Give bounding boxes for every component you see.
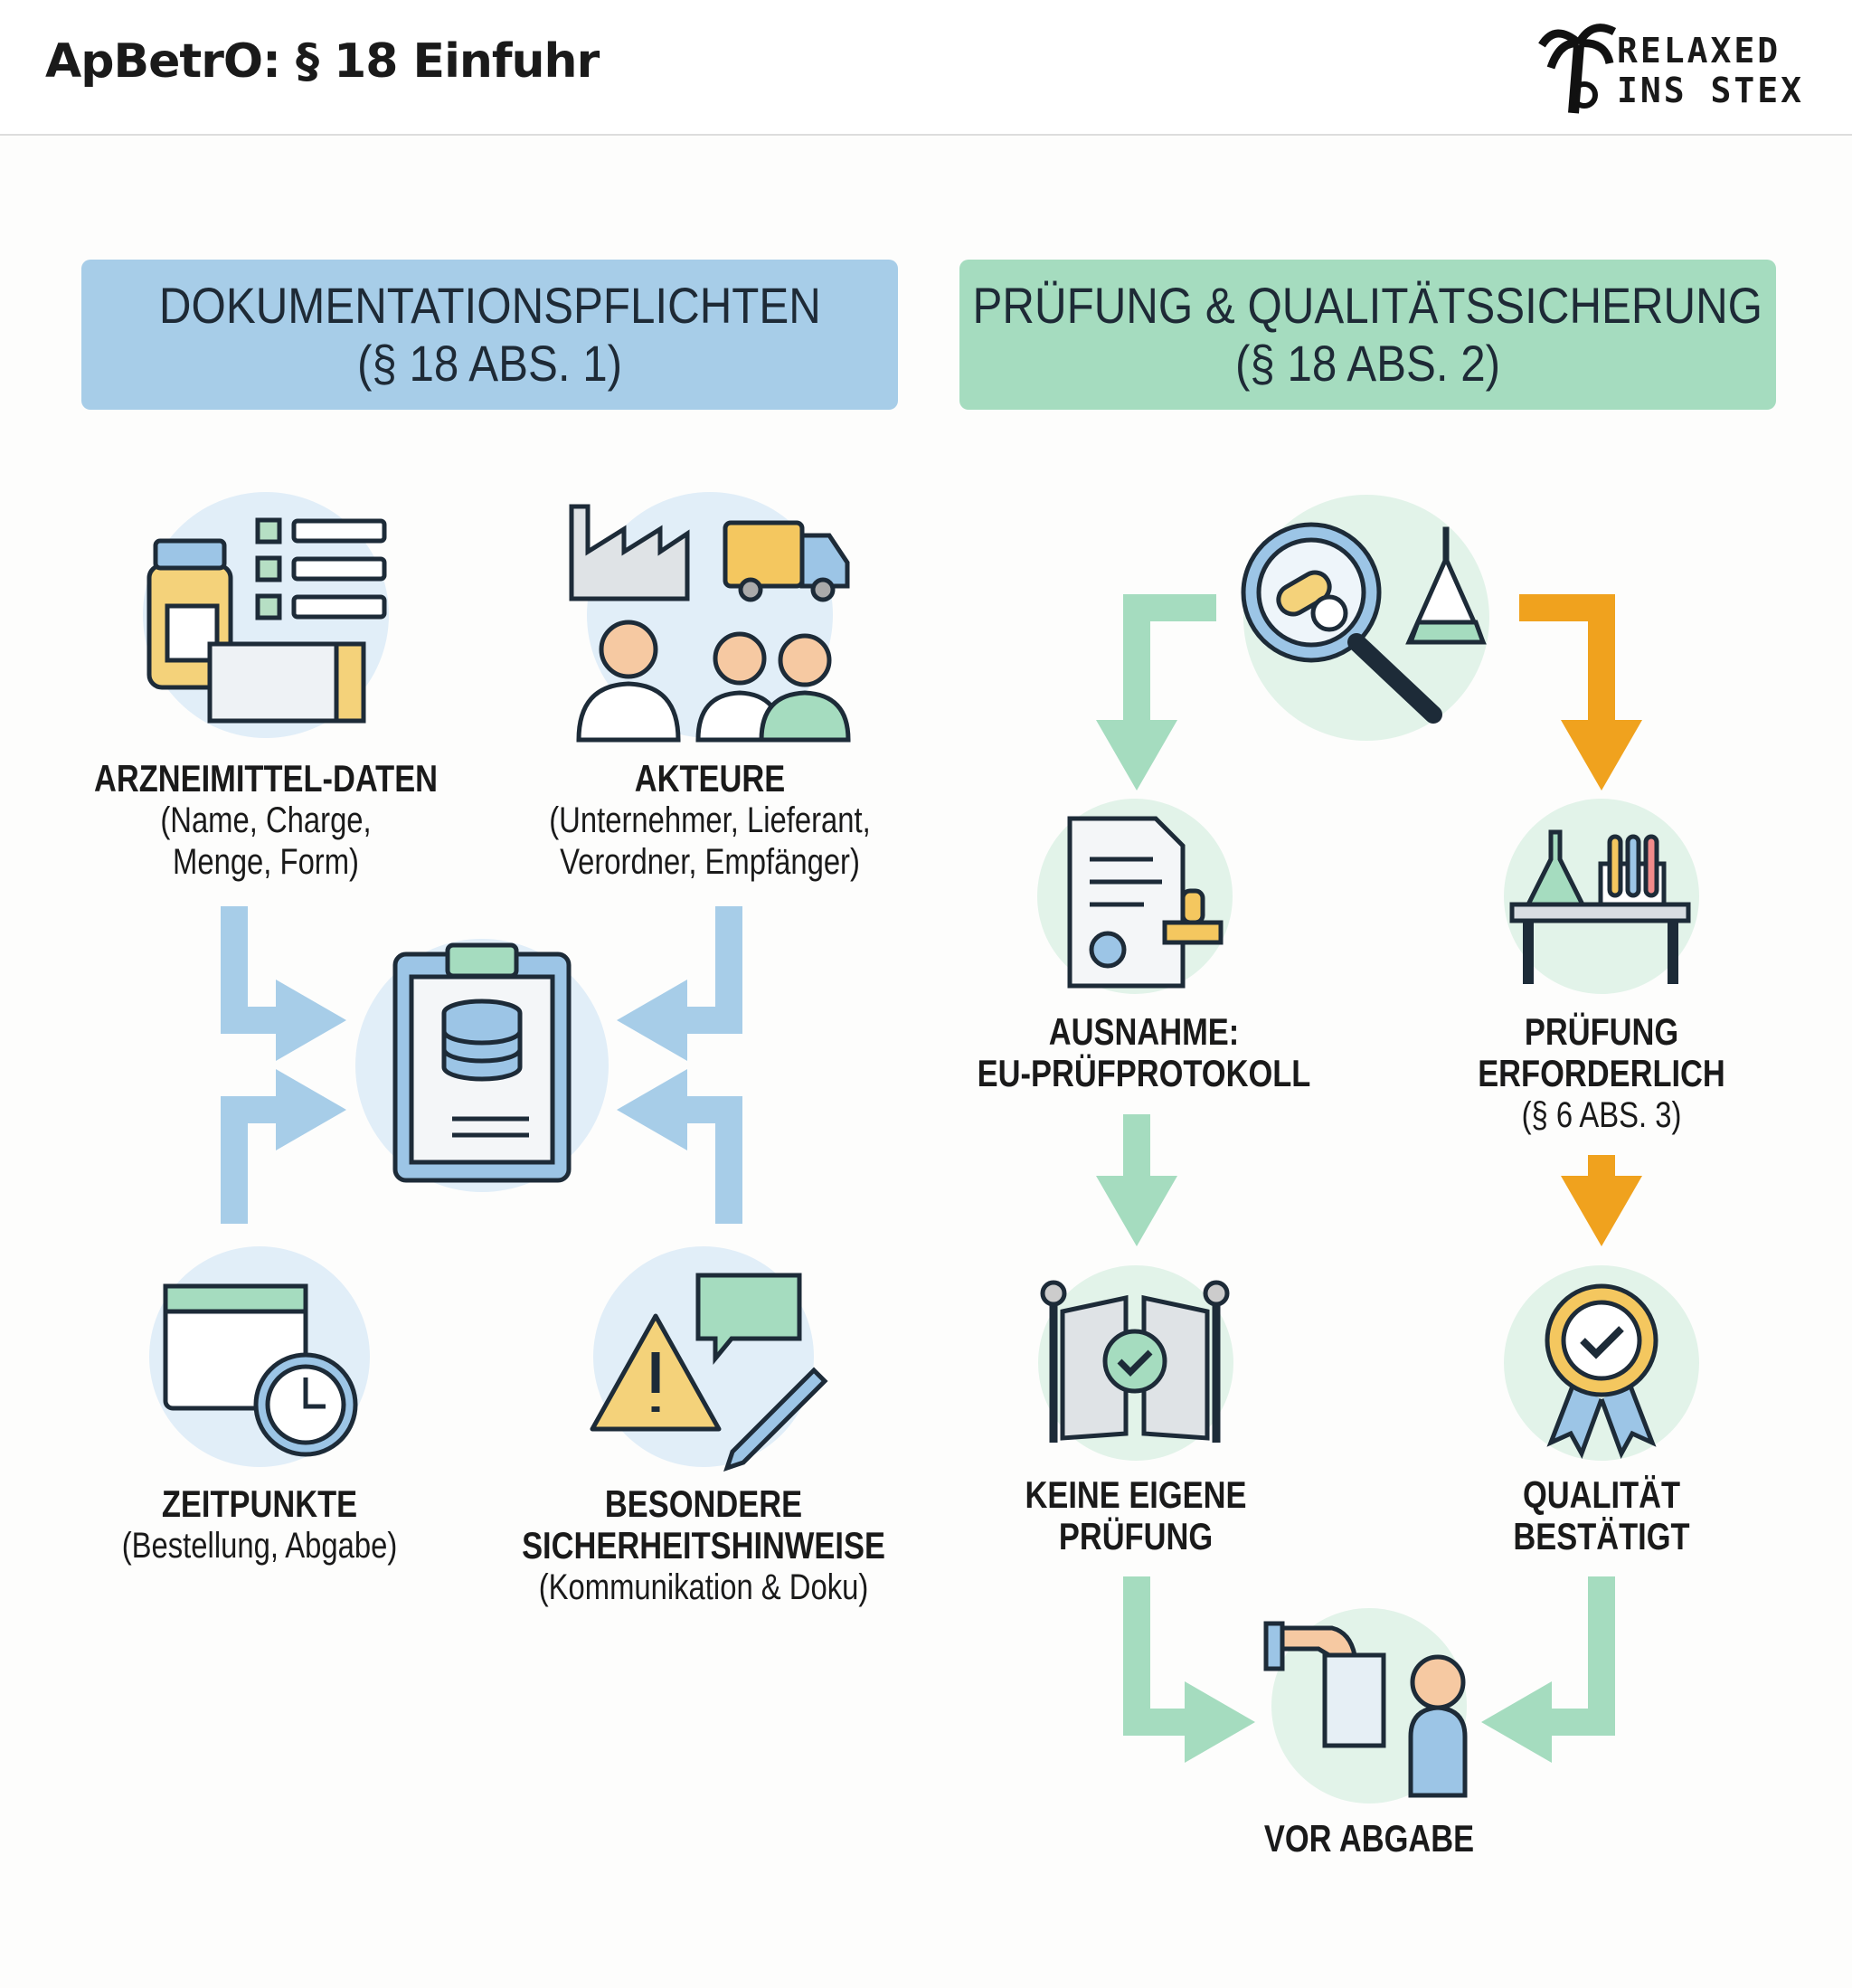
- label-timepoints: ZEITPUNKTE (Bestellung, Abgabe): [91, 1483, 427, 1567]
- magnifier-flask-icon: [1241, 495, 1489, 741]
- label-safety-notes: BESONDERE SICHERHEITSHINWEISE (Kommunika…: [482, 1483, 925, 1608]
- label-title: AKTEURE: [634, 757, 786, 800]
- arrow-timepoints: [221, 1069, 346, 1224]
- label-title: ZEITPUNKTE: [161, 1482, 358, 1525]
- medicine-data-icon: [143, 492, 389, 738]
- page-title: ApBetrO: § 18 Einfuhr: [45, 34, 600, 89]
- arrow-to-testing: [1519, 594, 1642, 790]
- arrow-quality-to-dispense: [1481, 1576, 1615, 1763]
- label-drug-data: ARZNEIMITTEL-DATEN (Name, Charge, Menge,…: [56, 758, 476, 883]
- label-title: EU-PRÜFPROTOKOLL: [977, 1052, 1311, 1094]
- arrow-no-test-to-dispense: [1123, 1576, 1255, 1763]
- label-title: QUALITÄT: [1522, 1473, 1681, 1516]
- documentation-duties-heading: DOKUMENTATIONSPFLICHTEN (§ 18 ABS. 1): [81, 260, 898, 410]
- arrow-safety: [617, 1069, 742, 1224]
- label-sub: (Bestellung, Abgabe): [121, 1526, 398, 1566]
- logo-line2: INS STEX: [1617, 71, 1805, 110]
- label-title: VOR ABGABE: [1263, 1817, 1475, 1860]
- clipboard-database-icon: [355, 939, 609, 1192]
- label-sub: (Unternehmer, Lieferant,: [549, 800, 871, 840]
- label-title: AUSNAHME:: [1048, 1010, 1240, 1053]
- lab-bench-icon: [1504, 799, 1699, 994]
- label-sub: Menge, Form): [173, 842, 359, 882]
- label-sub: (Kommunikation & Doku): [538, 1567, 869, 1607]
- label-quality-confirmed: QUALITÄT BESTÄTIGT: [1494, 1474, 1709, 1557]
- gate-check-icon: [1038, 1265, 1233, 1461]
- right-arrows: [1096, 594, 1642, 1763]
- label-title: BESTÄTIGT: [1513, 1515, 1690, 1557]
- label-no-own-testing: KEINE EIGENE PRÜFUNG: [1001, 1474, 1271, 1557]
- label-title: PRÜFUNG: [1058, 1515, 1214, 1557]
- heading-line2: (§ 18 ABS. 1): [356, 335, 623, 392]
- quality-badge-icon: [1504, 1265, 1699, 1461]
- heading-line1: PRÜFUNG & QUALITÄTSSICHERUNG: [972, 277, 1763, 334]
- arrow-to-exception: [1096, 594, 1216, 790]
- certificate-stamp-icon: [1037, 799, 1233, 994]
- label-actors: AKTEURE (Unternehmer, Lieferant, Verordn…: [514, 758, 906, 883]
- label-testing-required: PRÜFUNG ERFORDERLICH (§ 6 ABS. 3): [1450, 1011, 1753, 1136]
- quality-assurance-heading: PRÜFUNG & QUALITÄTSSICHERUNG (§ 18 ABS. …: [959, 260, 1776, 410]
- label-exception: AUSNAHME: EU-PRÜFPROTOKOLL: [940, 1011, 1347, 1094]
- label-before-dispensing: VOR ABGABE: [1241, 1818, 1497, 1860]
- calendar-clock-icon: [149, 1246, 370, 1467]
- heading-line2: (§ 18 ABS. 2): [1234, 335, 1501, 392]
- label-title: ERFORDERLICH: [1478, 1052, 1725, 1094]
- label-title: PRÜFUNG: [1524, 1010, 1679, 1053]
- logo-line1: RELAXED: [1617, 31, 1781, 71]
- palm-tree-icon: [1538, 24, 1617, 114]
- logo-text: RELAXED INS STEX: [1617, 31, 1804, 110]
- arrow-actors: [617, 906, 742, 1061]
- arrow-drug-data: [221, 906, 346, 1061]
- label-sub: (§ 6 ABS. 3): [1521, 1095, 1682, 1135]
- logo: RELAXED INS STEX: [1537, 18, 1809, 118]
- left-arrows: [221, 906, 742, 1224]
- warning-message-icon: [590, 1246, 828, 1472]
- label-title: SICHERHEITSHINWEISE: [522, 1524, 885, 1567]
- header: ApBetrO: § 18 Einfuhr RELAXED INS STEX: [0, 0, 1852, 136]
- label-sub: Verordner, Empfänger): [560, 842, 860, 882]
- dispense-hand-icon: [1263, 1608, 1468, 1803]
- label-title: ARZNEIMITTEL-DATEN: [93, 757, 439, 800]
- label-title: BESONDERE: [604, 1482, 803, 1525]
- label-title: KEINE EIGENE: [1025, 1473, 1247, 1516]
- actors-icon: [569, 492, 851, 743]
- heading-line1: DOKUMENTATIONSPFLICHTEN: [158, 277, 821, 334]
- label-sub: (Name, Charge,: [160, 800, 372, 840]
